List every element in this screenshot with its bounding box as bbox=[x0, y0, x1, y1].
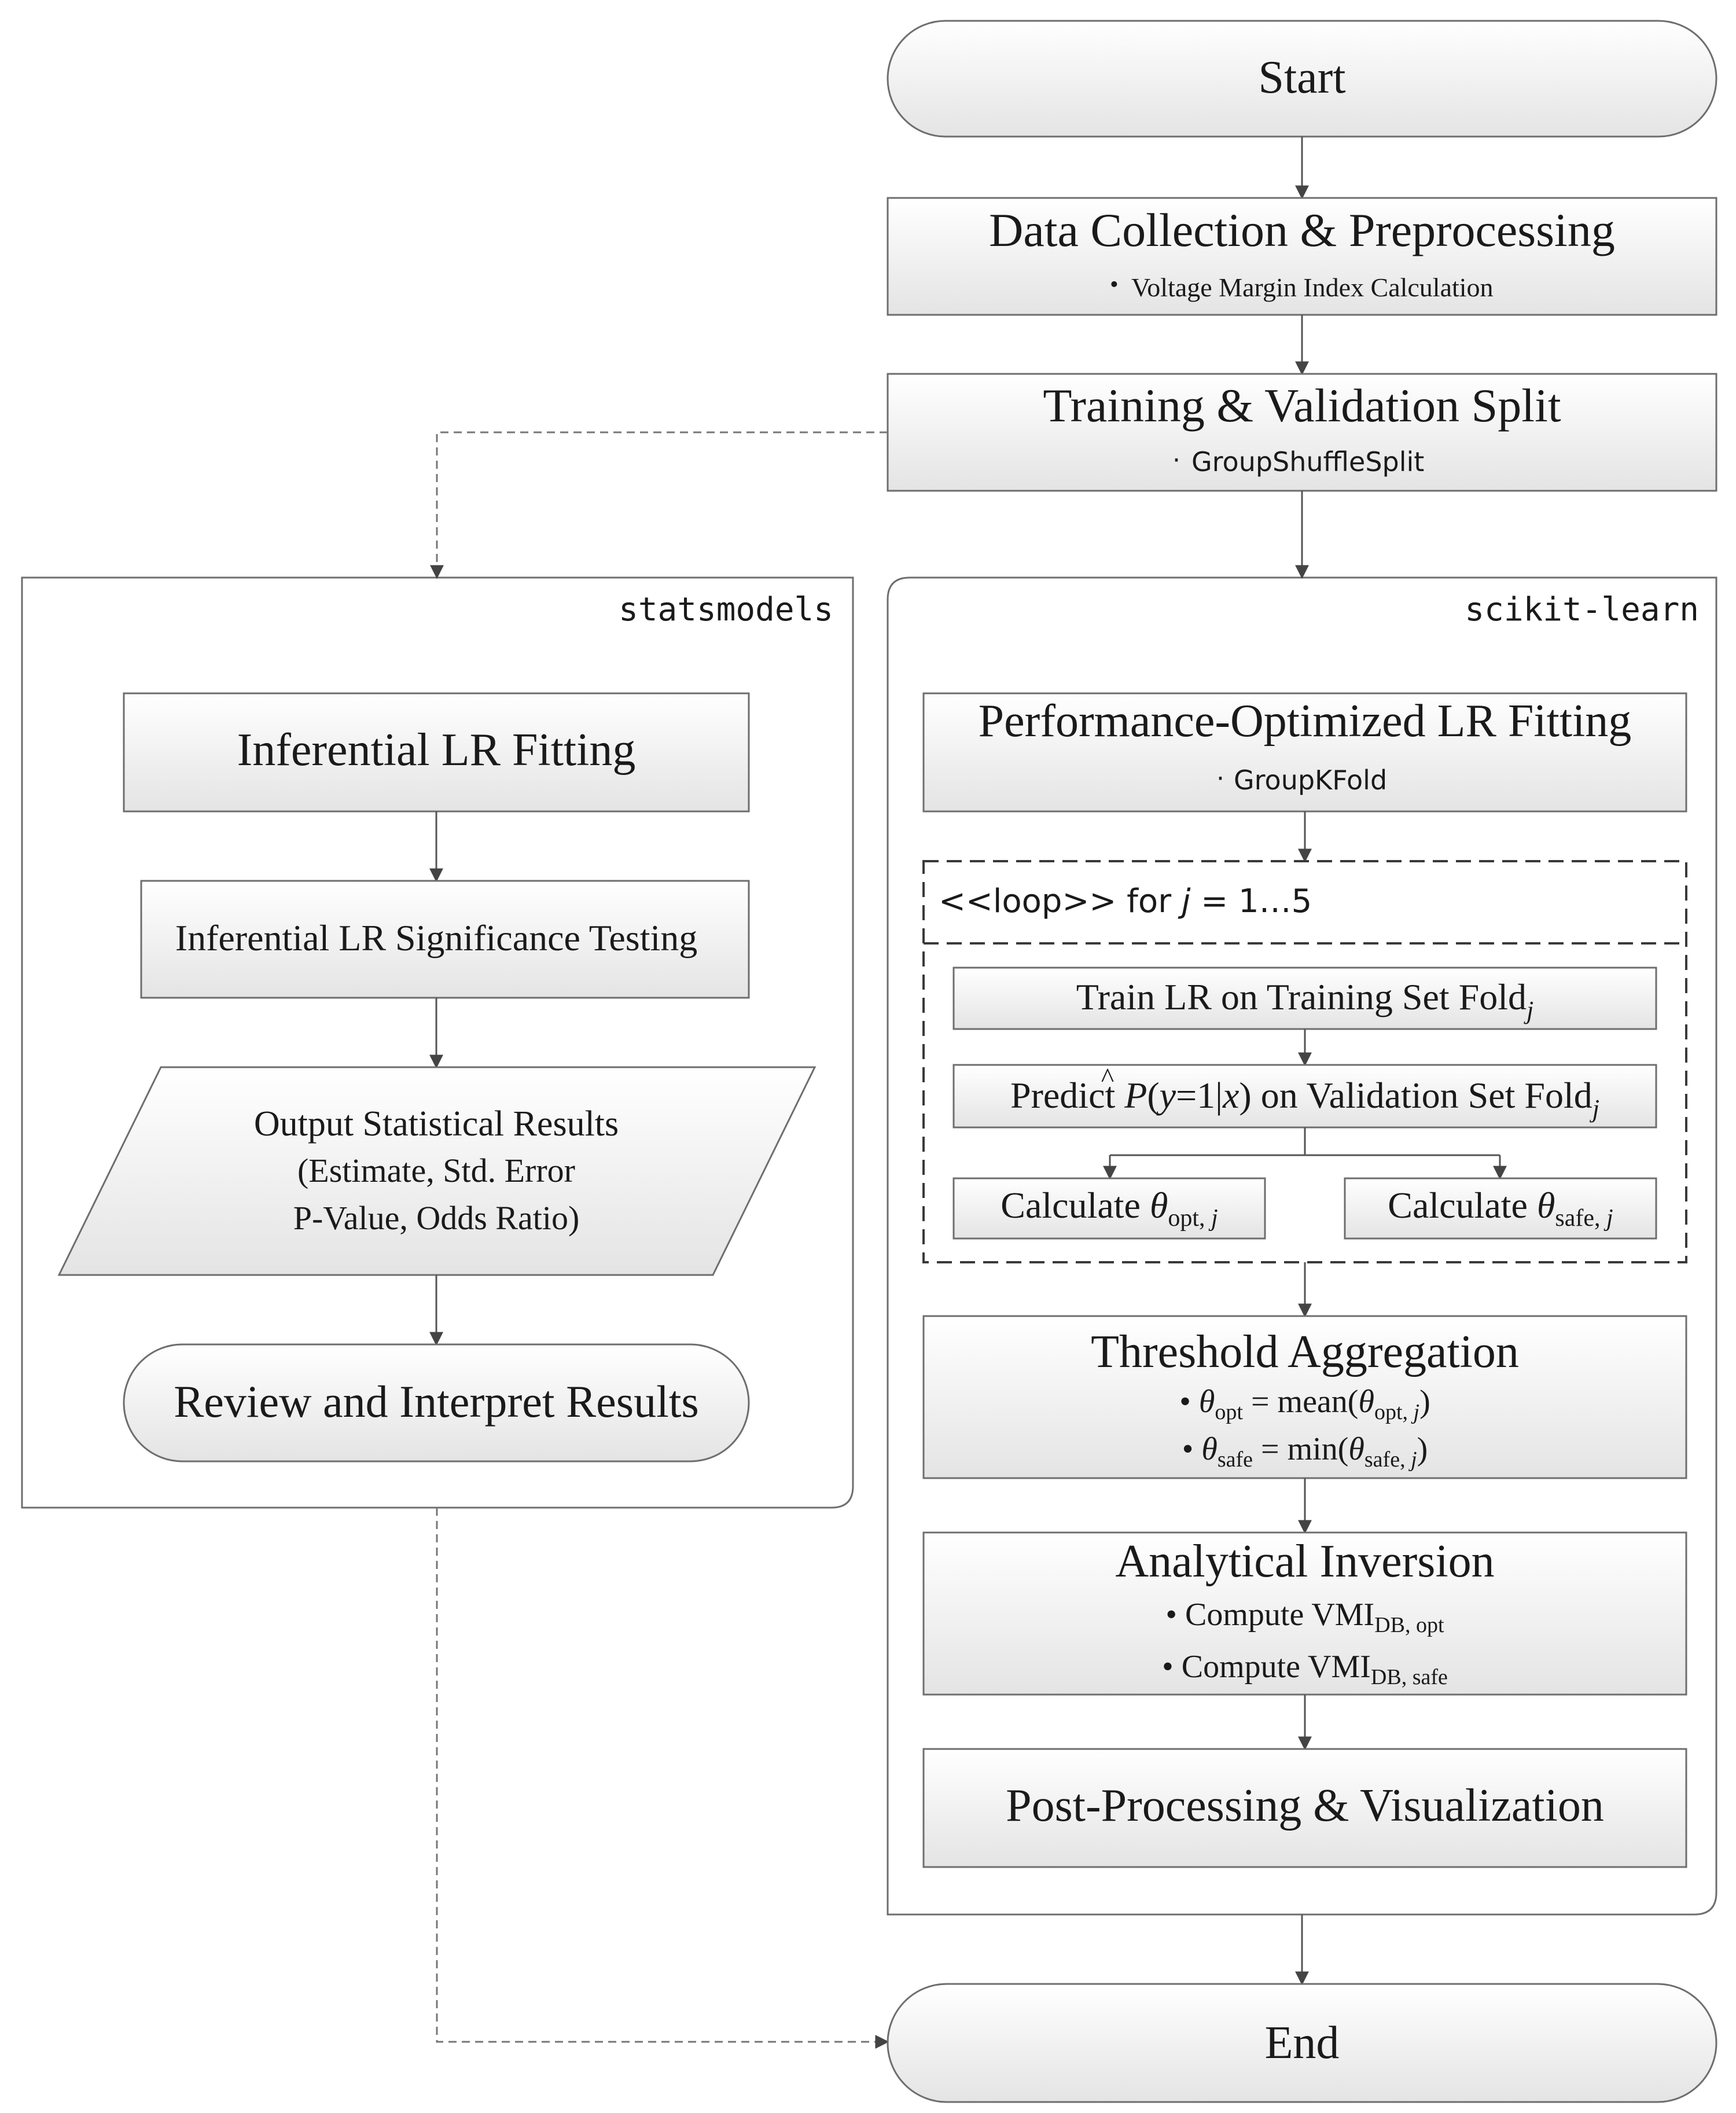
agg1-space bbox=[1191, 1384, 1199, 1420]
calc-opt-box bbox=[952, 1177, 1266, 1240]
agg2-mid: = min( bbox=[1253, 1431, 1348, 1467]
predict-sub: j bbox=[1590, 1094, 1599, 1123]
statsmodels-label: statsmodels bbox=[619, 591, 833, 629]
loop-header: <<loop>> for j = 1…5 bbox=[939, 883, 1312, 920]
inversion-title: Analytical Inversion bbox=[1115, 1536, 1494, 1587]
performance-fitting-bullet: GroupKFold bbox=[1234, 765, 1387, 796]
calc-opt-subj: j bbox=[1208, 1205, 1218, 1232]
train-box bbox=[952, 967, 1657, 1030]
inv1-sub: DB, opt bbox=[1374, 1613, 1444, 1637]
calc-safe-sub: safe, bbox=[1555, 1205, 1606, 1232]
arrow-predict-branch bbox=[1110, 1127, 1500, 1156]
aggregation-line-2: • θsafe = min(θsafe, j) bbox=[1182, 1431, 1428, 1472]
calc-safe-box bbox=[1344, 1177, 1657, 1240]
aggregation-title: Threshold Aggregation bbox=[1091, 1326, 1519, 1377]
end-terminal bbox=[887, 1983, 1717, 2103]
agg1-mid: = mean( bbox=[1243, 1384, 1359, 1420]
agg2-sub: safe bbox=[1218, 1447, 1253, 1472]
split-bullet: GroupShuffleSplit bbox=[1191, 446, 1424, 477]
review-label: Review and Interpret Results bbox=[174, 1376, 699, 1427]
predict-P: P bbox=[1124, 1075, 1147, 1116]
agg1-sub: opt bbox=[1215, 1400, 1243, 1424]
predict-label: Predict P(y=1|x) on Validation Set Foldj bbox=[1010, 1075, 1599, 1123]
agg1-theta2: θ bbox=[1358, 1384, 1374, 1420]
calc-safe-label: Calculate θsafe, j bbox=[1388, 1185, 1613, 1232]
data-collection-bullet: Voltage Margin Index Calculation bbox=[1131, 273, 1494, 302]
loop-frame bbox=[922, 860, 1687, 1263]
agg2-space bbox=[1193, 1431, 1201, 1467]
calc-opt-theta: θ bbox=[1150, 1185, 1168, 1226]
post-processing-label: Post-Processing & Visualization bbox=[1006, 1780, 1604, 1831]
train-label: Train LR on Training Set Foldj bbox=[1076, 976, 1533, 1024]
predict-y: y bbox=[1156, 1075, 1176, 1116]
performance-fitting-box bbox=[922, 692, 1687, 813]
agg1-end: ) bbox=[1419, 1384, 1430, 1420]
output-line-2: (Estimate, Std. Error bbox=[297, 1152, 575, 1189]
arrow-statsmodels-to-end bbox=[436, 1508, 889, 2049]
agg2-end: ) bbox=[1417, 1431, 1428, 1467]
agg2-theta: θ bbox=[1201, 1431, 1218, 1467]
aggregation-line-1: • θopt = mean(θopt, j) bbox=[1179, 1384, 1430, 1424]
agg1-theta: θ bbox=[1199, 1384, 1215, 1420]
data-collection-bullet-dot: • bbox=[1110, 271, 1119, 298]
split-title: Training & Validation Split bbox=[1043, 379, 1561, 432]
agg2-bullet: • bbox=[1182, 1431, 1194, 1467]
predict-box bbox=[952, 1064, 1657, 1129]
output-line-3: P-Value, Odds Ratio) bbox=[293, 1199, 580, 1237]
performance-fitting-bullet-dot: · bbox=[1216, 764, 1224, 793]
predict-x: x bbox=[1222, 1075, 1239, 1116]
post-processing-box bbox=[922, 1748, 1687, 1868]
split-bullet-dot: · bbox=[1172, 446, 1180, 475]
agg1-bullet: • bbox=[1179, 1384, 1191, 1420]
predict-mid3: ) on Validation Set Fold bbox=[1239, 1075, 1592, 1116]
inversion-line-1: • Compute VMIDB, opt bbox=[1165, 1597, 1444, 1637]
predict-mid1: ( bbox=[1147, 1075, 1159, 1116]
agg1-sub2: opt, bbox=[1374, 1400, 1414, 1424]
train-text: Train LR on Training Set Fold bbox=[1076, 976, 1527, 1017]
aggregation-box bbox=[922, 1315, 1687, 1479]
calc-safe-text: Calculate bbox=[1388, 1185, 1537, 1226]
inferential-fitting-box bbox=[123, 692, 750, 813]
output-results-parallelogram bbox=[57, 1066, 816, 1276]
inversion-line-2: • Compute VMIDB, safe bbox=[1162, 1649, 1448, 1689]
agg2-sub2: safe, bbox=[1364, 1447, 1411, 1472]
output-line-1: Output Statistical Results bbox=[254, 1104, 619, 1144]
loop-header-suffix: = 1…5 bbox=[1190, 883, 1312, 920]
data-collection-title: Data Collection & Preprocessing bbox=[989, 204, 1615, 256]
predict-pre: Predict bbox=[1010, 1075, 1124, 1116]
calc-opt-sub: opt, bbox=[1168, 1205, 1211, 1232]
inv2-text: • Compute VMI bbox=[1162, 1649, 1371, 1685]
calc-opt-text: Calculate bbox=[1001, 1185, 1150, 1226]
start-label: Start bbox=[1258, 52, 1345, 103]
end-label: End bbox=[1265, 2018, 1340, 2068]
predict-hat: ^ bbox=[1101, 1063, 1115, 1093]
agg2-theta2: θ bbox=[1348, 1431, 1364, 1467]
arrow-split-to-statsmodels bbox=[430, 431, 888, 579]
inferential-fitting-label: Inferential LR Fitting bbox=[237, 725, 636, 776]
significance-testing-label: Inferential LR Significance Testing bbox=[175, 917, 698, 958]
calc-safe-theta: θ bbox=[1537, 1185, 1555, 1226]
calc-safe-subj: j bbox=[1603, 1205, 1613, 1232]
loop-header-prefix: <<loop>> for bbox=[939, 883, 1182, 920]
inv2-sub: DB, safe bbox=[1371, 1665, 1448, 1689]
inv1-text: • Compute VMI bbox=[1165, 1597, 1374, 1633]
predict-mid2: =1| bbox=[1176, 1075, 1223, 1116]
inversion-box bbox=[922, 1531, 1687, 1696]
performance-fitting-title: Performance-Optimized LR Fitting bbox=[979, 696, 1632, 747]
split-box bbox=[887, 373, 1717, 492]
sklearn-label: scikit-learn bbox=[1465, 591, 1699, 629]
calc-opt-label: Calculate θopt, j bbox=[1001, 1185, 1218, 1232]
review-terminal bbox=[123, 1343, 750, 1462]
significance-testing-box bbox=[140, 880, 750, 999]
train-sub: j bbox=[1524, 996, 1533, 1024]
